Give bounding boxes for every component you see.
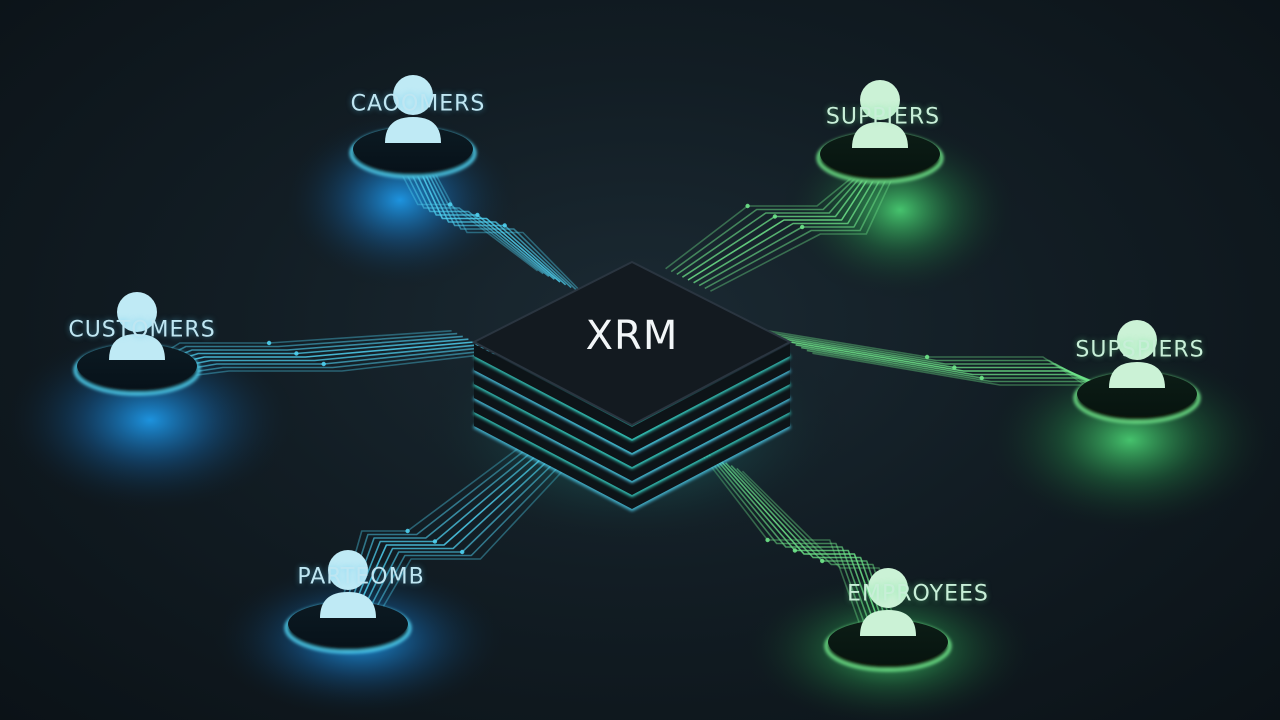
node-label-top-left: CAOOMERS xyxy=(350,91,486,117)
person-head xyxy=(868,568,908,608)
nodes xyxy=(73,75,1201,672)
trace-node-bottom-left xyxy=(432,539,438,544)
trace-node-bottom-left xyxy=(405,528,410,534)
trace-top-left xyxy=(395,163,539,272)
person-icon xyxy=(1109,320,1165,388)
trace-node-bottom-right xyxy=(792,548,798,553)
trace-top-right xyxy=(670,165,868,273)
trace-top-right xyxy=(676,163,873,276)
node-mid-right xyxy=(1073,320,1201,424)
person-body xyxy=(385,117,441,143)
trace-node-mid-left xyxy=(294,351,299,356)
person-head xyxy=(1117,320,1157,360)
person-body xyxy=(320,592,376,618)
node-disc xyxy=(1077,372,1197,416)
trace-node-top-right xyxy=(800,224,805,230)
node-disc xyxy=(353,127,473,171)
node-disc xyxy=(828,620,948,664)
person-body xyxy=(1109,362,1165,388)
trace-top-left xyxy=(412,154,561,283)
trace-mid-right xyxy=(767,330,1121,410)
trace-top-right xyxy=(710,168,898,292)
trace-node-top-right xyxy=(772,214,778,219)
person-head xyxy=(328,550,368,590)
person-body xyxy=(860,610,916,636)
node-top-right xyxy=(816,80,944,184)
trace-node-top-right xyxy=(745,203,750,209)
node-disc xyxy=(288,602,408,646)
trace-top-right xyxy=(698,163,890,287)
trace-top-right xyxy=(665,167,864,270)
node-bottom-right xyxy=(824,568,952,672)
node-top-left xyxy=(349,75,477,179)
trace-top-right xyxy=(687,159,881,281)
trace-node-bottom-right xyxy=(765,537,770,543)
trace-node-mid-left xyxy=(321,361,326,367)
trace-top-left xyxy=(429,163,583,294)
node-label-bottom-left: PARTEOMB xyxy=(297,564,425,590)
person-icon xyxy=(320,550,376,618)
person-icon xyxy=(860,568,916,636)
trace-top-right xyxy=(681,161,877,278)
hub-layers xyxy=(473,344,791,512)
trace-top-left xyxy=(424,160,578,291)
trace-node-top-left xyxy=(475,212,480,218)
xrm-hub xyxy=(412,260,852,550)
node-disc xyxy=(820,132,940,176)
node-disc xyxy=(77,344,197,388)
person-icon xyxy=(385,75,441,143)
node-label-mid-left: CUSTOMERS xyxy=(68,317,216,343)
node-bottom-left xyxy=(284,550,412,654)
trace-top-right xyxy=(704,165,894,290)
hub-label: XRM xyxy=(585,313,679,359)
trace-node-mid-left xyxy=(266,340,272,346)
person-head xyxy=(117,292,157,332)
node-label-mid-right: SUPSPIERS xyxy=(1075,337,1205,363)
trace-top-left xyxy=(420,158,572,289)
trace-top-left xyxy=(416,156,567,286)
hub-top-face xyxy=(471,260,793,427)
trace-top-right xyxy=(693,161,885,284)
glow-mid-right xyxy=(980,345,1280,535)
person-body xyxy=(852,122,908,148)
person-icon xyxy=(852,80,908,148)
node-mid-left xyxy=(73,292,201,396)
trace-top-left xyxy=(403,158,550,278)
trace-top-left xyxy=(408,156,555,280)
trace-node-bottom-left xyxy=(460,549,465,555)
person-body xyxy=(109,334,165,360)
node-label-bottom-right: EMPROYEES xyxy=(847,581,989,607)
trace-node-bottom-right xyxy=(820,558,825,564)
node-label-top-right: SUPPIERS xyxy=(825,104,941,130)
person-head xyxy=(393,75,433,115)
trace-node-top-left xyxy=(502,223,507,228)
person-head xyxy=(860,80,900,120)
person-icon xyxy=(109,292,165,360)
